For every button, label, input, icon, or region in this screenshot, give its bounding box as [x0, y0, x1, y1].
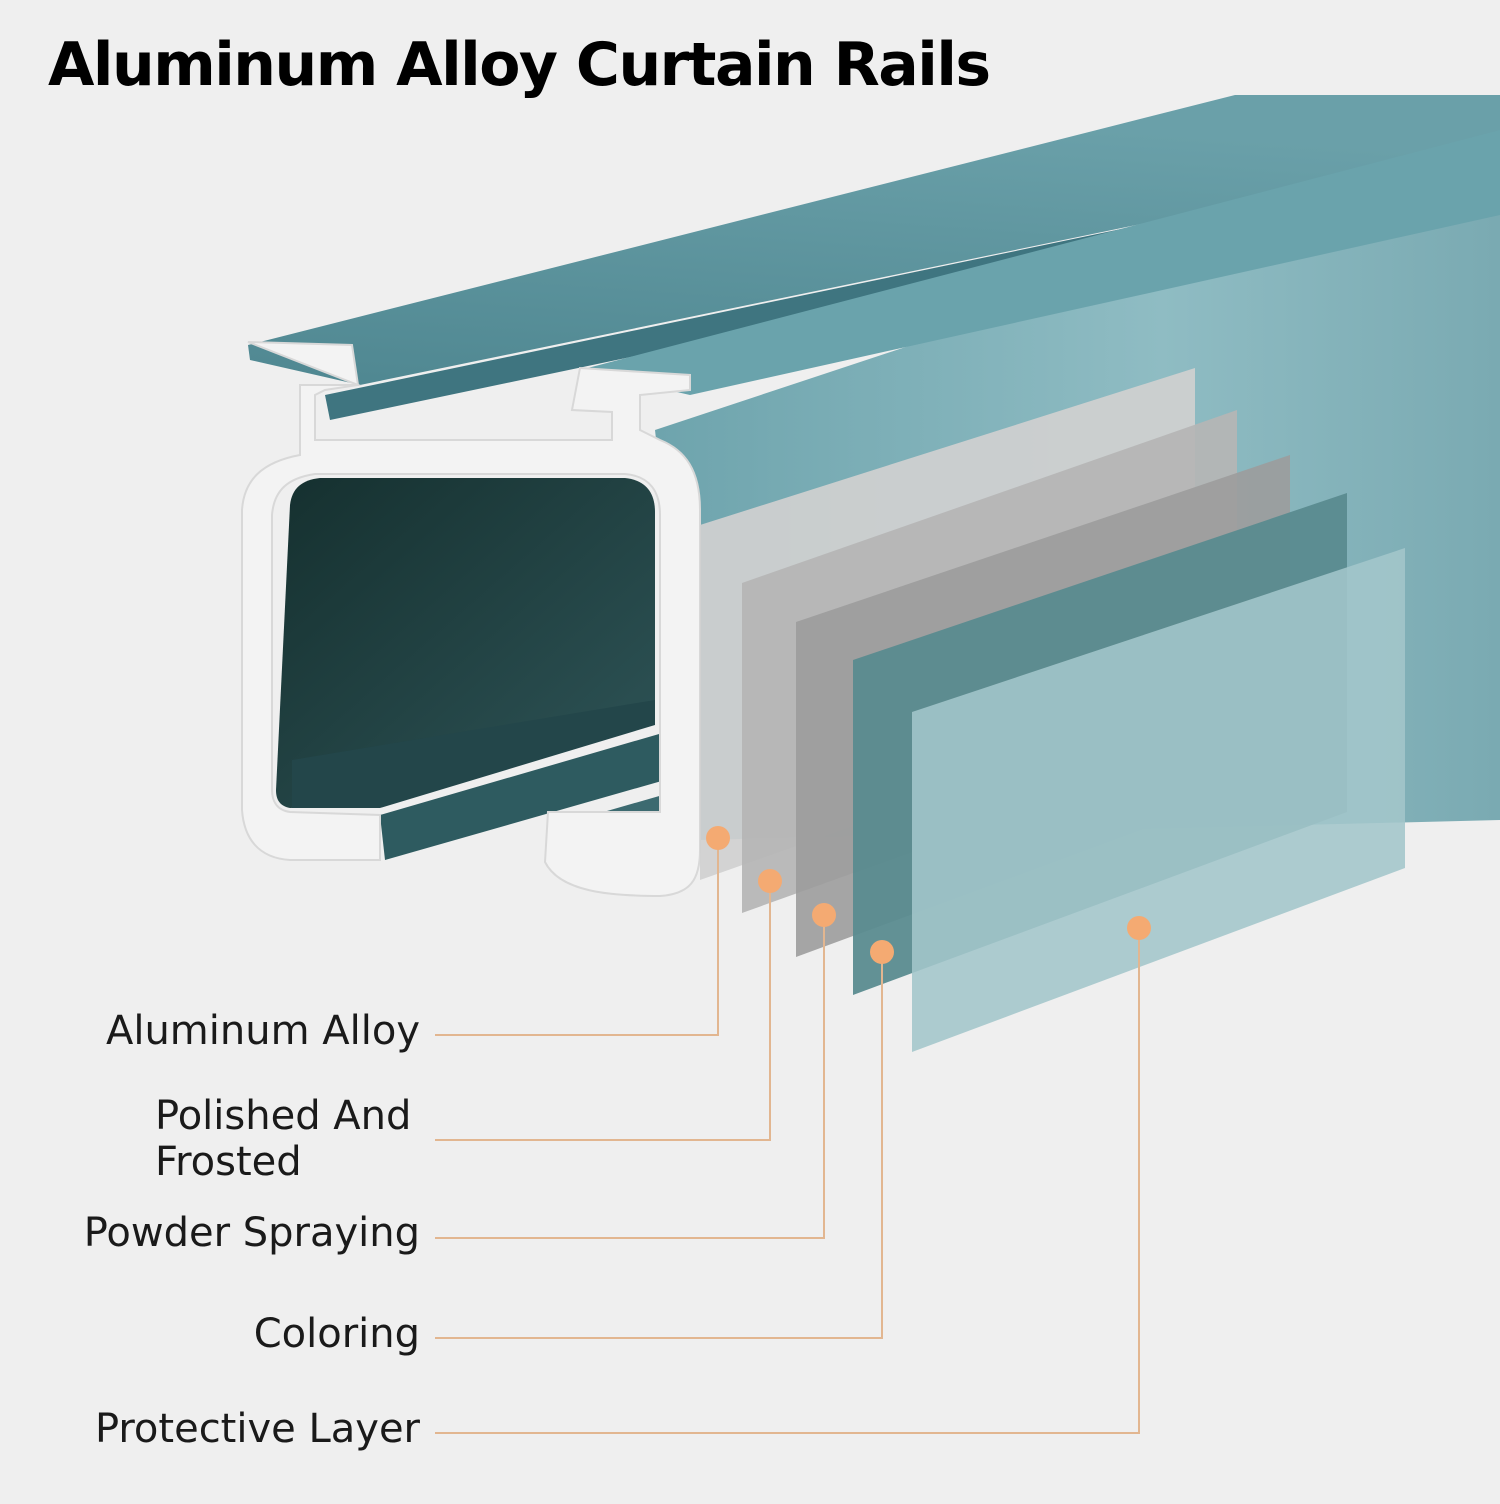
- leader-line-polished-frosted: [435, 881, 771, 1141]
- leader-line-powder-spraying: [435, 915, 825, 1239]
- leader-line-coloring: [435, 952, 883, 1339]
- rail-profile: [241, 341, 701, 898]
- marker-aluminum-alloy: [706, 826, 730, 850]
- page-title: Aluminum Alloy Curtain Rails: [48, 30, 991, 100]
- rail-top-flange-right: [580, 130, 1500, 395]
- layer-label-coloring: Coloring: [253, 1311, 420, 1357]
- layer-label-polished-frosted: Polished And Frosted: [155, 1093, 412, 1185]
- rail-top-flange-left: [248, 95, 1500, 385]
- marker-protective-layer: [1127, 916, 1151, 940]
- leader-lines: [435, 838, 1140, 1434]
- marker-polished-frosted: [758, 869, 782, 893]
- layer-label-powder-spraying: Powder Spraying: [83, 1210, 420, 1256]
- layer-sheet-protective: [912, 548, 1405, 1052]
- layer-markers: [706, 826, 1151, 964]
- leader-line-protective-layer: [435, 928, 1140, 1434]
- rail-bottom-lip-left: [380, 725, 700, 860]
- layer-sheets: [700, 368, 1405, 1052]
- marker-powder-spraying: [812, 903, 836, 927]
- layer-label-protective-layer: Protective Layer: [94, 1406, 420, 1452]
- layer-label-aluminum-alloy: Aluminum Alloy: [105, 1008, 420, 1054]
- rail-interior-floor: [292, 700, 655, 808]
- marker-coloring: [870, 940, 894, 964]
- rail-profile-outline: [241, 341, 701, 898]
- leader-line-aluminum-alloy: [435, 838, 719, 1036]
